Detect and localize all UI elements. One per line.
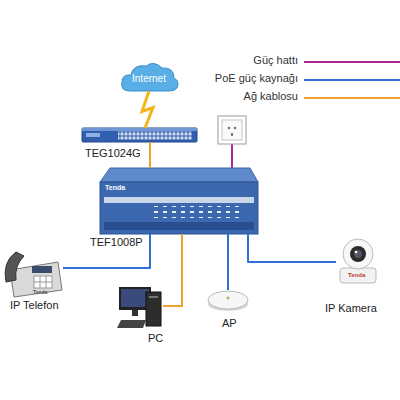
outlet-hole bbox=[228, 127, 231, 130]
legend-line bbox=[304, 97, 400, 99]
camera-lens bbox=[350, 246, 366, 262]
outlet-hole bbox=[234, 127, 237, 130]
phone-keypad bbox=[34, 276, 52, 288]
phone-key bbox=[34, 282, 52, 283]
outlet-plate bbox=[218, 116, 246, 144]
legend-line bbox=[304, 79, 400, 81]
switch-front bbox=[100, 182, 258, 234]
cloud-node: Internet bbox=[118, 60, 180, 94]
device-node: IP Kamera bbox=[336, 238, 380, 284]
device-label: IP Telefon bbox=[10, 299, 59, 311]
camera-sphere bbox=[343, 239, 373, 269]
keyboard bbox=[117, 320, 146, 328]
power-line bbox=[231, 144, 233, 168]
cable bbox=[149, 142, 151, 168]
camera-lens-inner bbox=[354, 250, 362, 258]
switch-leds bbox=[150, 206, 240, 218]
device-label: TEF1008P bbox=[90, 236, 143, 248]
switch-node: TEF1008P bbox=[100, 168, 258, 234]
device-node: AP bbox=[207, 290, 249, 310]
brand-label: Tenda bbox=[33, 290, 47, 295]
pc-drive bbox=[149, 296, 158, 298]
switch-top bbox=[82, 128, 197, 131]
phone-screen bbox=[32, 266, 52, 273]
cloud-outline bbox=[122, 63, 178, 91]
pc bbox=[117, 287, 161, 328]
legend-text: Ağ kablosu bbox=[244, 90, 298, 102]
switch-teg bbox=[82, 128, 197, 142]
monitor-stand bbox=[132, 310, 138, 316]
ap-body bbox=[208, 291, 248, 309]
switch-strip bbox=[104, 197, 254, 203]
cable bbox=[248, 234, 336, 262]
cable bbox=[227, 234, 229, 290]
switch-badge bbox=[86, 133, 100, 137]
power-outlet bbox=[218, 116, 246, 144]
outlet-hole bbox=[231, 133, 233, 136]
phone-body bbox=[10, 262, 62, 297]
device-label: PC bbox=[148, 332, 163, 344]
device-label: AP bbox=[222, 317, 237, 329]
switch-panel bbox=[104, 222, 254, 230]
brand-label: Tenda bbox=[105, 184, 125, 191]
lightning-link bbox=[142, 91, 153, 128]
outlet-face bbox=[222, 120, 242, 140]
switch-top bbox=[100, 168, 258, 182]
pc-tower bbox=[146, 292, 161, 326]
switch-body bbox=[82, 128, 197, 142]
brand-label: Tenda bbox=[348, 272, 365, 278]
device-label: IP Kamera bbox=[325, 302, 377, 314]
phone-handset bbox=[5, 252, 24, 282]
cloud-shape bbox=[118, 60, 180, 94]
legend-text: Güç hattı bbox=[253, 54, 298, 66]
cable bbox=[63, 234, 150, 268]
legend-line bbox=[304, 61, 400, 63]
legend-text: PoE güç kaynağı bbox=[215, 72, 298, 84]
cloud-label: Internet bbox=[132, 70, 166, 84]
ip-camera bbox=[340, 239, 376, 283]
device-label: TEG1024G bbox=[85, 147, 141, 159]
monitor-screen bbox=[121, 289, 149, 307]
switch-node: TEG1024G bbox=[82, 128, 197, 142]
device-node: PC bbox=[117, 285, 163, 329]
camera-base bbox=[340, 268, 376, 283]
device-node: IP Telefon bbox=[5, 245, 63, 297]
ip-phone bbox=[5, 252, 62, 297]
ap-led bbox=[227, 297, 230, 300]
camera-highlight bbox=[355, 251, 358, 254]
access-point bbox=[208, 291, 248, 311]
switch-tef bbox=[100, 168, 258, 234]
cable bbox=[163, 234, 182, 306]
switch-ports bbox=[118, 131, 192, 140]
